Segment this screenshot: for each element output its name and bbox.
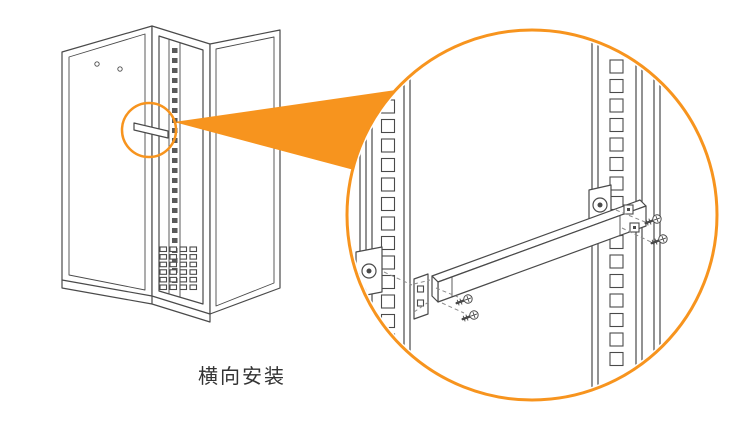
rail-hole <box>172 88 178 93</box>
rack-cabinet <box>61 25 281 323</box>
rail-hole <box>609 273 624 289</box>
rail-hole <box>172 58 178 63</box>
vent-hole <box>159 269 168 275</box>
rail-hole <box>380 294 396 309</box>
vent-hole <box>169 254 178 260</box>
bracket-hole-center <box>597 202 603 208</box>
cabinet-opening <box>158 35 204 305</box>
vent-hole <box>169 284 178 291</box>
highlight-circle <box>120 101 178 159</box>
detail-view <box>355 33 670 397</box>
vent-hole <box>159 276 168 283</box>
caption: 横向安装 <box>198 364 286 388</box>
vent-hole <box>169 246 178 253</box>
cabinet-door-border <box>215 36 275 307</box>
plate-hole <box>416 299 425 307</box>
rail-hole <box>172 168 178 173</box>
rail-hole <box>172 258 178 263</box>
rail-hole <box>609 156 624 172</box>
mounted-crossbar-preview <box>133 122 169 139</box>
bracket-hole <box>592 197 608 213</box>
rail-hole <box>609 78 624 94</box>
rail-hole <box>380 138 396 153</box>
mounting-plate <box>413 273 429 320</box>
vent-hole <box>179 284 188 291</box>
vent-hole <box>169 276 178 283</box>
bracket-hole <box>361 263 377 279</box>
vent-hole <box>179 254 188 260</box>
cabinet-door <box>209 29 281 315</box>
rail-hole <box>380 196 396 212</box>
vent-hole <box>189 269 198 275</box>
rail-hole <box>609 59 624 74</box>
rail-hole <box>609 293 624 308</box>
assembly-guide-lines <box>383 209 652 314</box>
plate-hole <box>416 285 425 293</box>
vent-hole <box>189 246 198 253</box>
zoom-callout-triangle <box>174 90 396 170</box>
bracket-hole-center <box>366 268 372 274</box>
rail-hole <box>609 137 624 152</box>
crossbar-end-cap <box>431 275 439 303</box>
crossbar <box>431 199 647 303</box>
rail-hole <box>172 188 178 193</box>
vent-hole <box>159 254 168 260</box>
mounting-plate-body <box>413 273 429 320</box>
vent-hole <box>159 261 168 268</box>
rail-hole <box>172 178 178 183</box>
vent-hole <box>189 276 198 283</box>
rail-hole <box>380 118 396 134</box>
zoom-detail-circle <box>345 28 719 402</box>
cabinet-side-panel-border <box>68 33 146 291</box>
vent-hole <box>189 254 198 260</box>
side-panel-pin <box>94 61 100 67</box>
vent-hole <box>169 261 178 268</box>
rail-hole <box>380 235 396 251</box>
rail-hole <box>609 351 624 367</box>
rail-hole <box>380 274 396 290</box>
rail-hole <box>609 312 624 328</box>
rail-hole <box>172 208 178 213</box>
side-panel-pin <box>117 66 123 72</box>
rail-hole <box>172 78 178 83</box>
left-rail-lines <box>359 59 411 379</box>
rail-hole <box>172 68 178 73</box>
vent-grid <box>159 246 198 291</box>
rail-hole <box>609 117 624 133</box>
rail-hole <box>172 148 178 153</box>
rail-hole <box>609 98 624 113</box>
rail-hole <box>609 332 624 347</box>
rail-hole <box>172 108 178 113</box>
rail-hole <box>172 198 178 203</box>
rail-hole <box>380 255 396 270</box>
vent-hole <box>169 269 178 275</box>
rail-hole <box>380 177 396 192</box>
cage-nut-hole <box>627 208 630 211</box>
cabinet-base <box>61 279 211 323</box>
rail-hole <box>172 48 178 53</box>
cabinet-side-panel <box>61 25 153 297</box>
vent-hole <box>159 246 168 253</box>
cage-nut-hole <box>633 226 636 229</box>
vent-hole <box>179 276 188 283</box>
vent-hole <box>179 269 188 275</box>
vent-hole <box>179 261 188 268</box>
vent-hole <box>189 261 198 268</box>
rail-hole <box>172 238 178 243</box>
vent-hole <box>159 284 168 291</box>
rail-hole <box>380 157 396 173</box>
rail-hole <box>172 218 178 223</box>
vent-hole <box>179 246 188 253</box>
crossbar-seams <box>451 215 621 298</box>
rail-hole <box>172 98 178 103</box>
rail-hole <box>380 216 396 231</box>
rail-hole <box>609 254 624 269</box>
left-rail-bracket <box>355 246 383 298</box>
rail-hole <box>172 228 178 233</box>
vent-hole <box>189 284 198 291</box>
rail-hole <box>609 176 624 191</box>
rail-hole <box>172 158 178 163</box>
